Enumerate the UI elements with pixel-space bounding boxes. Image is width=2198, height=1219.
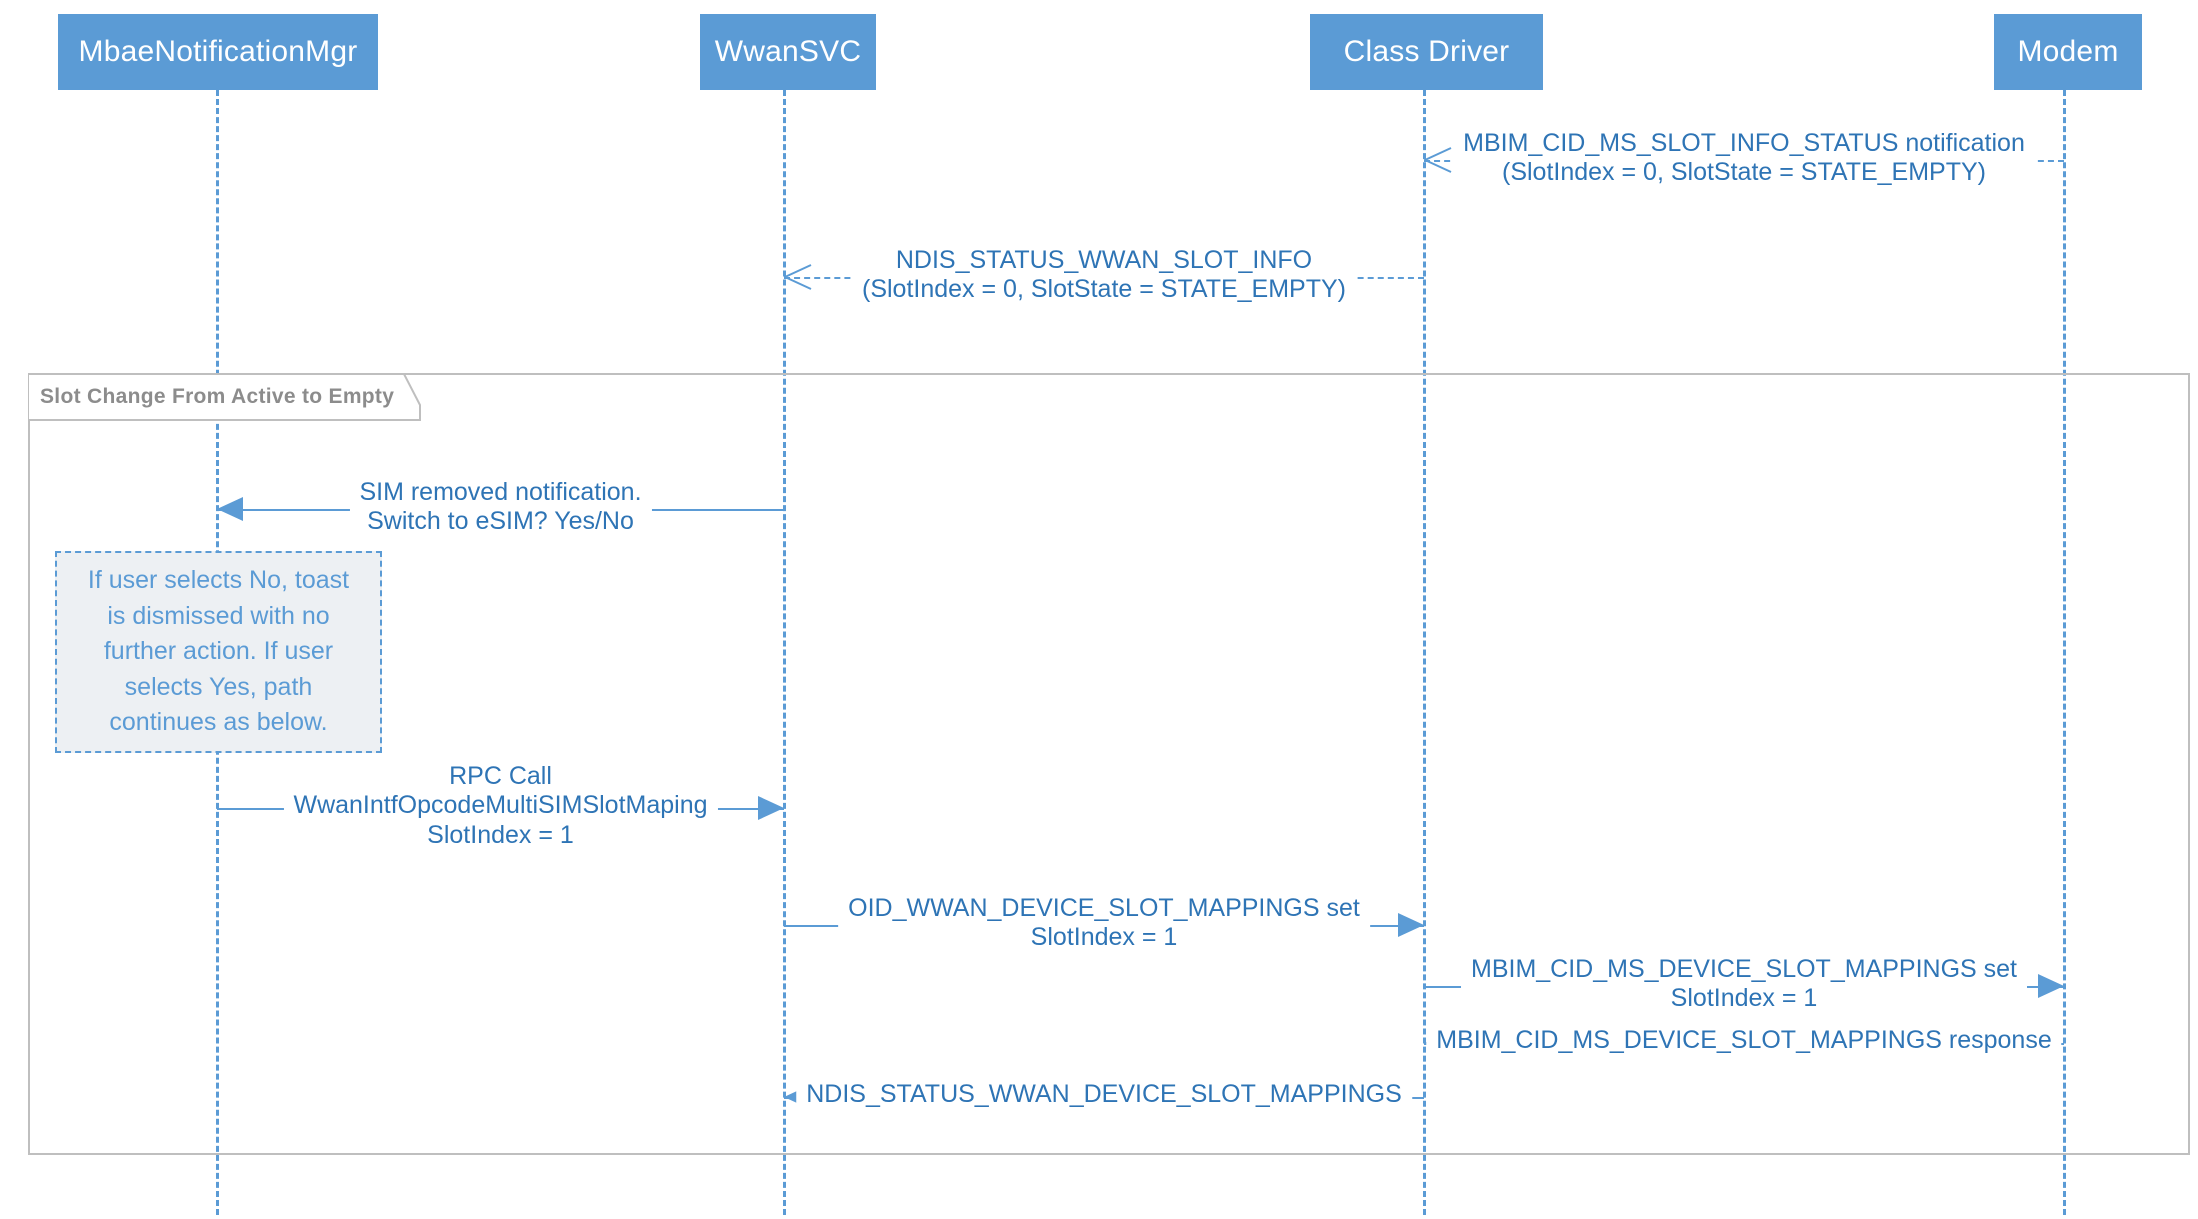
lifeline-driver bbox=[1423, 90, 1426, 1215]
message-label-line: Switch to eSIM? Yes/No bbox=[367, 507, 634, 535]
note-text: If user selects No, toast is dismissed wi… bbox=[67, 563, 370, 741]
arrowhead-right bbox=[1398, 913, 1424, 937]
message-label-line: (SlotIndex = 0, SlotState = STATE_EMPTY) bbox=[1501, 158, 1986, 186]
lifeline-modem bbox=[2063, 90, 2066, 1215]
message-label-line: NDIS_STATUS_WWAN_DEVICE_SLOT_MAPPINGS bbox=[806, 1080, 1402, 1109]
message-label-line: MBIM_CID_MS_DEVICE_SLOT_MAPPINGS set bbox=[1471, 954, 2017, 983]
note-text-line: If user selects No, toast bbox=[87, 566, 350, 595]
message-label-line: RPC Call bbox=[449, 761, 552, 790]
message-label: NDIS_STATUS_WWAN_SLOT_INFO(SlotIndex = 0… bbox=[852, 245, 1356, 305]
participant-label: Modem bbox=[2017, 35, 2119, 68]
participant-modem[interactable]: Modem bbox=[1994, 14, 2142, 90]
message-label-line: (SlotIndex = 0, SlotState = STATE_EMPTY) bbox=[862, 275, 1346, 303]
arrowhead-right bbox=[2038, 974, 2064, 998]
participant-label: Class Driver bbox=[1343, 35, 1510, 68]
message-label-line: SlotIndex = 1 bbox=[427, 820, 574, 849]
message-label-line: SlotIndex = 1 bbox=[1030, 923, 1178, 951]
combined-fragment bbox=[28, 373, 2190, 1155]
message-label-line: WwanIntfOpcodeMultiSIMSlotMaping bbox=[293, 791, 708, 820]
message-label-line: MBIM_CID_MS_SLOT_INFO_STATUS notificatio… bbox=[1463, 128, 2025, 157]
message-label-line: SIM removed notification. bbox=[359, 477, 642, 506]
arrowhead-open-left bbox=[782, 264, 812, 290]
participant-label: WwanSVC bbox=[714, 35, 862, 68]
message-label: SIM removed notification.Switch to eSIM?… bbox=[349, 477, 652, 537]
arrowhead-left bbox=[217, 497, 243, 521]
note-box: If user selects No, toast is dismissed wi… bbox=[55, 551, 382, 753]
fragment-label-text: Slot Change From Active to Empty bbox=[40, 385, 395, 408]
note-text-line: continues as below. bbox=[109, 708, 328, 737]
participant-wwansvc[interactable]: WwanSVC bbox=[700, 14, 876, 90]
message-label-line: MBIM_CID_MS_DEVICE_SLOT_MAPPINGS respons… bbox=[1436, 1026, 2052, 1055]
message-label: MBIM_CID_MS_SLOT_INFO_STATUS notificatio… bbox=[1453, 128, 2035, 188]
note-text-line: further action. If user bbox=[103, 637, 334, 666]
fragment-label: Slot Change From Active to Empty bbox=[28, 373, 421, 421]
message-label-line: NDIS_STATUS_WWAN_SLOT_INFO bbox=[895, 245, 1313, 274]
arrowhead-right bbox=[758, 796, 784, 820]
message-label: NDIS_STATUS_WWAN_DEVICE_SLOT_MAPPINGS bbox=[796, 1080, 1412, 1110]
participant-label: MbaeNotificationMgr bbox=[78, 35, 358, 68]
lifeline-wwansvc bbox=[783, 90, 786, 1215]
participant-driver[interactable]: Class Driver bbox=[1310, 14, 1543, 90]
participant-mbae[interactable]: MbaeNotificationMgr bbox=[58, 14, 378, 90]
message-label: MBIM_CID_MS_DEVICE_SLOT_MAPPINGS respons… bbox=[1426, 1026, 2062, 1056]
arrowhead-open-left bbox=[1422, 147, 1452, 173]
note-text-line: is dismissed with no bbox=[107, 601, 330, 630]
note-text-line: selects Yes, path bbox=[124, 672, 313, 701]
message-label-line: SlotIndex = 1 bbox=[1670, 984, 1818, 1012]
message-label-line: OID_WWAN_DEVICE_SLOT_MAPPINGS set bbox=[848, 893, 1360, 922]
